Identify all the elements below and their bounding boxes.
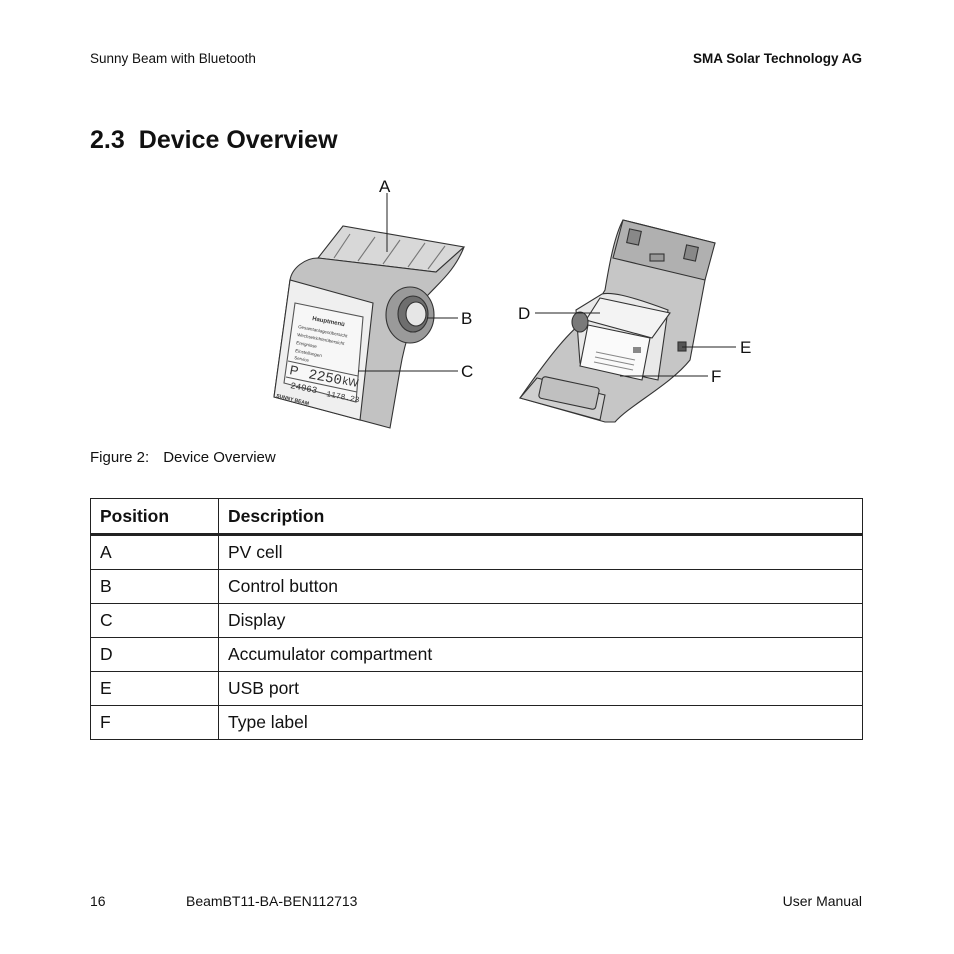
cell-position: C: [90, 603, 219, 638]
table-row: C Display: [90, 603, 863, 638]
header-product-name: Sunny Beam with Bluetooth: [90, 51, 256, 66]
position-table: Position Description A PV cell B Control…: [90, 498, 863, 740]
cell-description: Control button: [218, 569, 863, 604]
callout-label-c: C: [461, 362, 473, 381]
callout-label-b: B: [461, 309, 472, 328]
footer-page-number: 16: [90, 893, 106, 909]
section-number: 2.3: [90, 126, 125, 154]
device-illustration: Hauptmenü Gesamtanlagenübersicht Wechsel…: [273, 177, 751, 429]
header-company: SMA Solar Technology AG: [692, 51, 862, 66]
cell-description: Display: [218, 603, 863, 638]
cell-position: E: [90, 671, 219, 706]
table-row: E USB port: [90, 671, 863, 706]
display-value: 2250: [307, 367, 343, 389]
cell-position: D: [90, 637, 219, 672]
table-row: F Type label: [90, 705, 863, 740]
header-description: Description: [218, 498, 863, 536]
footer-document-type: User Manual: [782, 893, 862, 909]
display-unit: kW: [341, 375, 359, 390]
cell-description: PV cell: [218, 534, 863, 570]
device-overview-figure: Hauptmenü Gesamtanlagenübersicht Wechsel…: [250, 170, 770, 445]
display-symbol: P: [288, 362, 299, 378]
cell-description: Accumulator compartment: [218, 637, 863, 672]
table-header-row: Position Description: [90, 498, 863, 536]
cell-position: B: [90, 569, 219, 604]
callout-label-e: E: [740, 338, 751, 357]
callout-label-a: A: [379, 177, 391, 196]
front-device-display-text: Hauptmenü Gesamtanlagenübersicht Wechsel…: [276, 316, 361, 407]
cell-description: USB port: [218, 671, 863, 706]
display-menu-item: Ereignisse: [296, 340, 318, 349]
cell-position: F: [90, 705, 219, 740]
table-row: D Accumulator compartment: [90, 637, 863, 672]
callouts: [358, 193, 736, 377]
callout-label-d: D: [518, 304, 530, 323]
display-menu-item: Service: [294, 355, 310, 363]
section-title-text: Device Overview: [138, 126, 338, 154]
table-row: B Control button: [90, 569, 863, 604]
cell-position: A: [90, 534, 219, 570]
header-position: Position: [90, 498, 219, 536]
callout-label-f: F: [711, 367, 721, 386]
rear-device: [519, 219, 716, 423]
caption-label: Figure 2:: [90, 449, 150, 466]
section-title: 2.3 Device Overview: [90, 126, 338, 155]
footer-document-id: BeamBT11-BA-BEN112713: [186, 893, 358, 909]
caption-text: Device Overview: [163, 449, 276, 466]
display-menu-item: Einstellungen: [295, 348, 323, 358]
cell-description: Type label: [218, 705, 863, 740]
front-device: [273, 225, 466, 429]
figure-caption: Figure 2: Device Overview: [90, 449, 276, 466]
table-row: A PV cell: [90, 534, 863, 570]
